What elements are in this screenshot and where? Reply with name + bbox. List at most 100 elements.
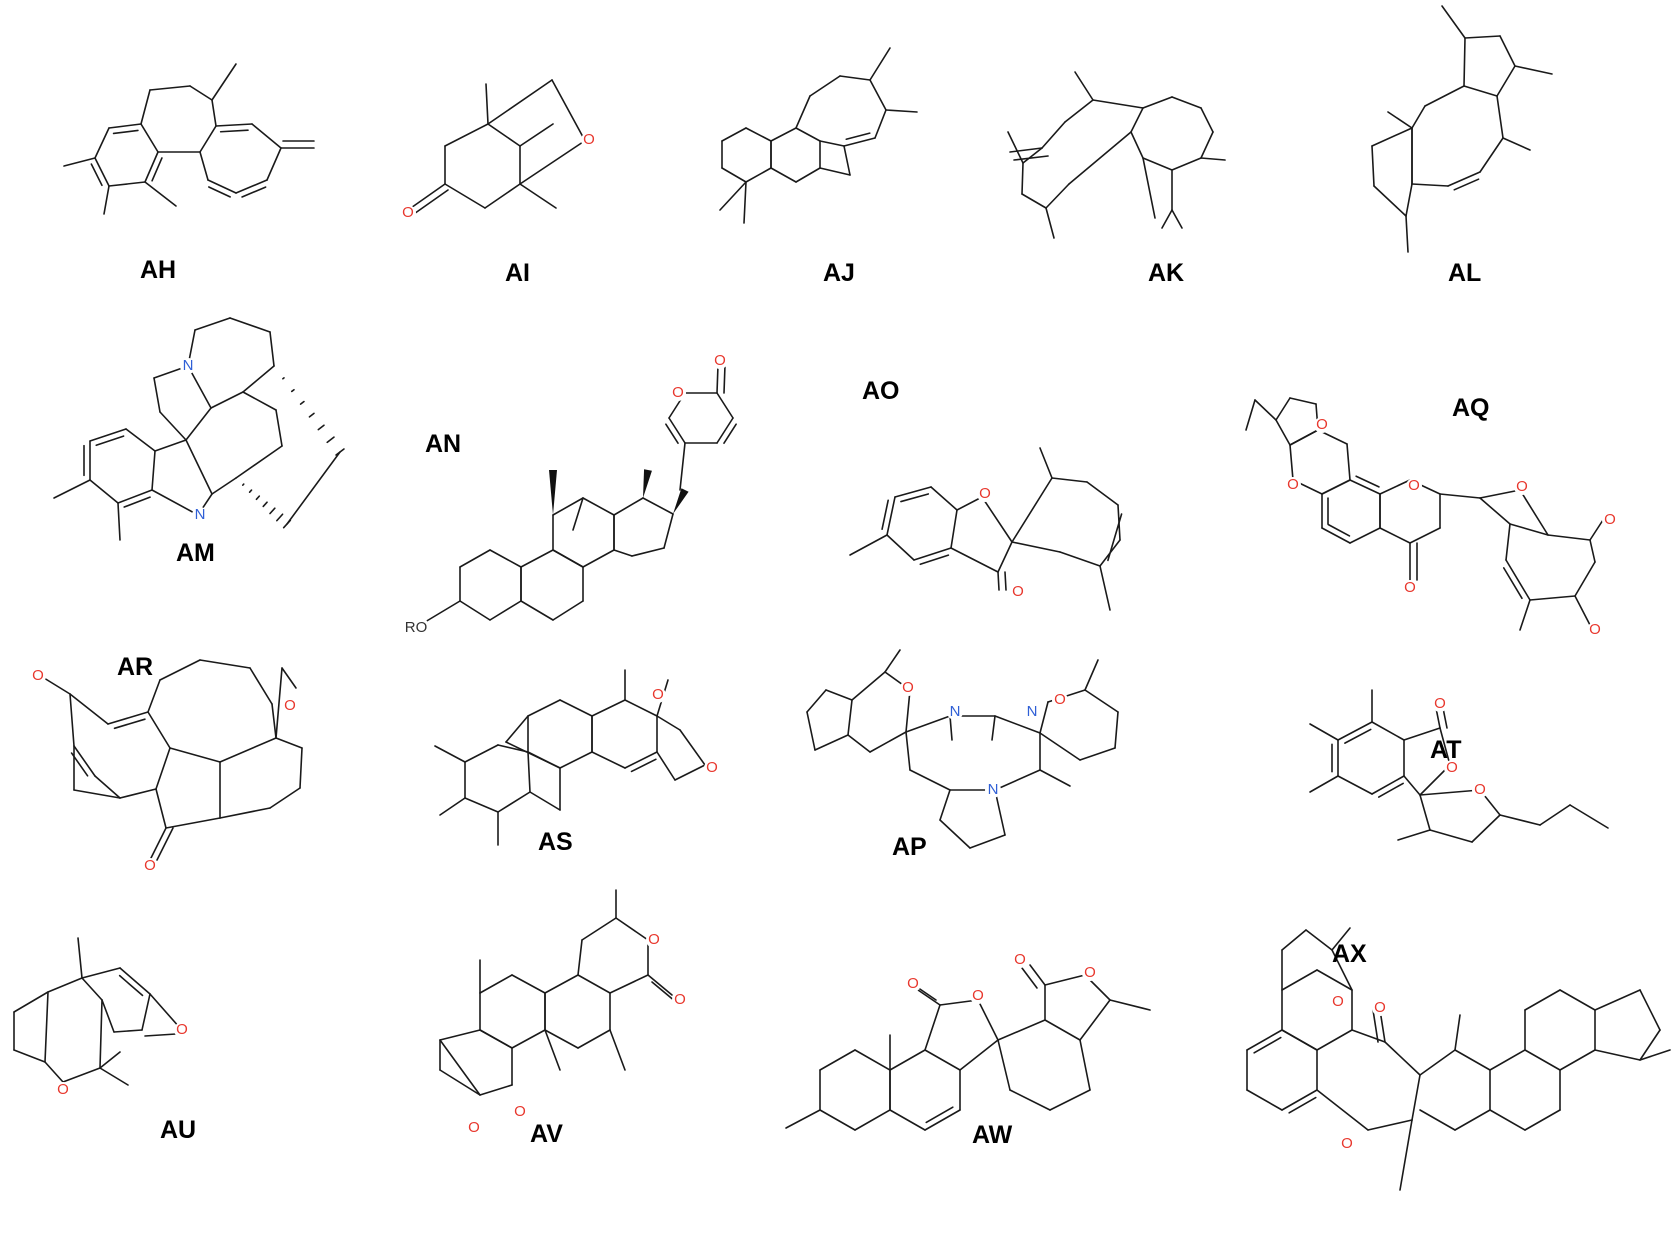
bond — [1275, 397, 1291, 421]
bond — [679, 442, 686, 491]
bond — [1011, 477, 1053, 543]
bond — [1524, 1049, 1561, 1071]
bond — [149, 993, 181, 1029]
bond — [806, 689, 827, 713]
bond — [1059, 551, 1101, 567]
bond — [1435, 707, 1441, 729]
bond — [119, 788, 157, 799]
oxygen-atom: O — [1604, 511, 1616, 528]
bond — [219, 737, 277, 763]
bond — [997, 1019, 1046, 1041]
double-bond-line — [241, 186, 267, 198]
bond — [924, 1004, 941, 1051]
ring-bond — [511, 1029, 546, 1049]
bond — [806, 711, 816, 751]
ring-bond — [459, 600, 491, 621]
bond — [1639, 989, 1661, 1031]
bond — [1092, 99, 1144, 109]
bond — [1387, 111, 1413, 129]
bond — [13, 1049, 46, 1063]
bond — [169, 747, 221, 763]
atom-label-background — [650, 687, 666, 703]
bond — [1372, 1009, 1379, 1043]
bond — [825, 689, 853, 701]
bond — [1200, 157, 1226, 161]
atom-label-background — [704, 760, 720, 776]
hashed-bond-line — [242, 483, 245, 486]
oxygen-atom: O — [902, 679, 914, 696]
bond — [716, 364, 719, 394]
bond — [444, 183, 486, 209]
bond — [1316, 1089, 1369, 1131]
ring-bond — [89, 428, 127, 442]
bond — [63, 157, 96, 167]
bond — [434, 745, 466, 763]
compound-label-am: AM — [176, 539, 215, 567]
bond — [743, 181, 747, 224]
ring-bond — [552, 549, 584, 568]
bond — [1013, 155, 1049, 161]
ring-bond — [930, 486, 958, 511]
bond — [1411, 105, 1426, 129]
bond — [485, 83, 489, 125]
oxygen-atom: O — [1434, 695, 1446, 712]
bond — [869, 79, 887, 111]
bond — [149, 827, 167, 861]
ring-bond — [1379, 527, 1411, 544]
bond — [1454, 1014, 1461, 1051]
ring-bond — [1496, 65, 1516, 97]
ring-bond — [117, 489, 153, 504]
hashed-bond-line — [248, 489, 253, 494]
hashed-bond-line — [290, 388, 295, 393]
bond — [981, 496, 1013, 543]
bond — [1254, 399, 1277, 421]
wedge-bond — [549, 470, 557, 515]
bond — [874, 109, 887, 139]
ring-bond — [716, 392, 734, 419]
oxygen-atom: O — [1084, 964, 1096, 981]
bond — [235, 445, 283, 479]
oxygen-atom: O — [1316, 416, 1328, 433]
ring-bond — [89, 479, 119, 504]
atom-label-background — [1432, 696, 1448, 712]
oxygen-atom: O — [1589, 621, 1601, 638]
atom-label-background — [282, 698, 298, 714]
bond — [1411, 183, 1449, 187]
atom-label-background — [1052, 692, 1068, 708]
bond — [1114, 711, 1119, 749]
bond — [1529, 595, 1576, 601]
double-bond-line — [1288, 1096, 1317, 1114]
bond — [674, 764, 706, 781]
ring-bond — [950, 509, 958, 549]
bond — [905, 731, 911, 771]
bond — [1045, 183, 1070, 209]
ring-bond — [1371, 145, 1375, 187]
ring-bond — [1130, 131, 1144, 159]
ring-bond — [591, 699, 626, 717]
compound-label-at: AT — [1430, 736, 1461, 764]
bond — [544, 1029, 561, 1071]
atom-label-background — [466, 1120, 482, 1136]
double-bond-line — [919, 554, 950, 566]
bond — [615, 917, 649, 941]
bond — [939, 789, 951, 821]
atom-label-background — [1472, 782, 1488, 798]
ring-bond — [1321, 479, 1351, 495]
bond — [1399, 1119, 1413, 1191]
bond — [1441, 5, 1466, 39]
hashed-bond-line — [317, 424, 325, 431]
bond — [994, 769, 1041, 791]
bond — [519, 183, 557, 209]
bond — [849, 534, 888, 556]
ring-bond — [1281, 1089, 1318, 1111]
ring-bond — [591, 751, 626, 769]
double-bond-line — [881, 499, 889, 531]
bond — [1442, 707, 1448, 729]
bond — [1021, 162, 1024, 195]
bond — [819, 140, 845, 147]
ring-bond — [266, 147, 282, 181]
ring-bond — [721, 127, 747, 142]
ro-group-label: RO — [405, 619, 428, 636]
bond — [275, 667, 283, 739]
oxygen-atom: O — [648, 931, 660, 948]
